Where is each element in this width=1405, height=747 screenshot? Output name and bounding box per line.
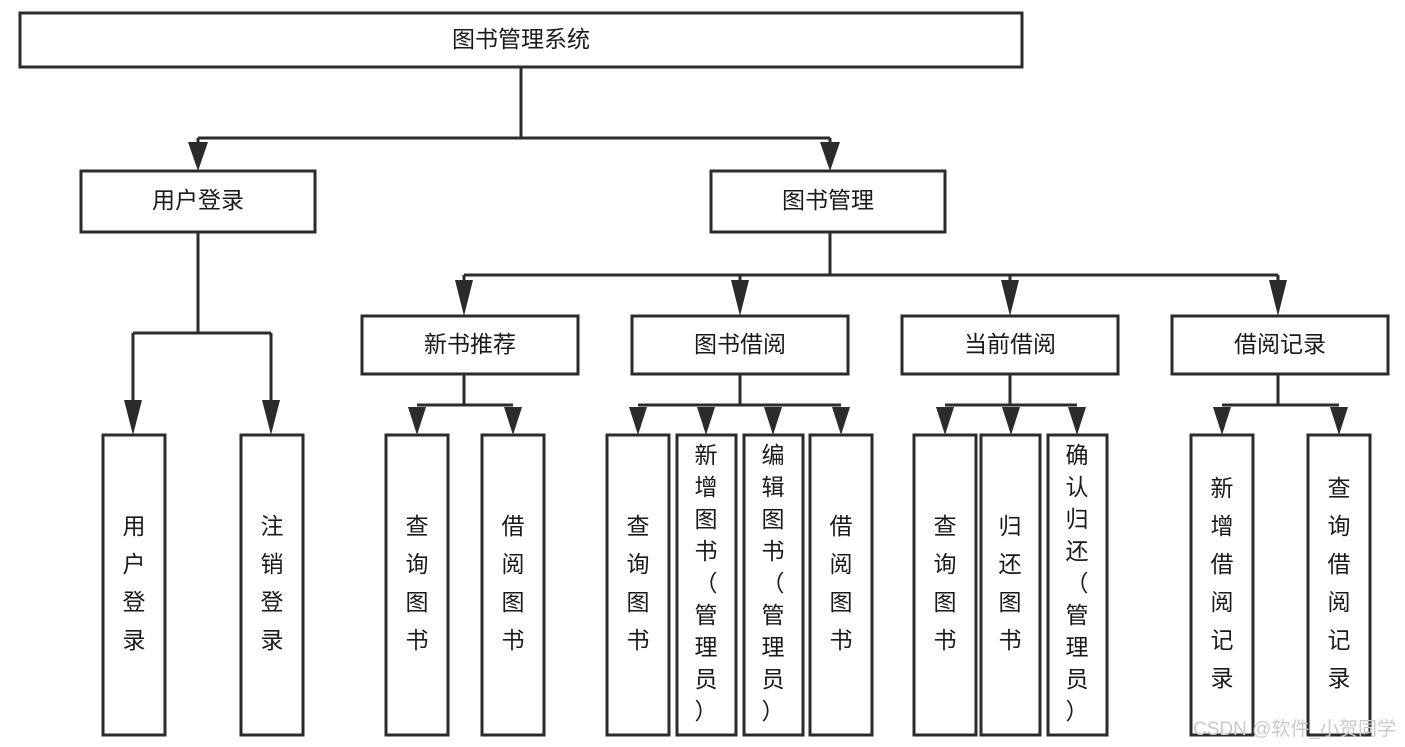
node-leaf-query-book-1-box[interactable]	[384, 433, 450, 737]
node-root[interactable]: 图书管理系统	[18, 11, 1024, 69]
node-leaf-return-book-label: 归还图书	[999, 513, 1022, 653]
node-leaf-borrow-book-1[interactable]: 借阅图书	[480, 433, 546, 737]
node-user-login-label: 用户登录	[152, 187, 244, 213]
node-leaf-borrow-book-1-label: 借阅图书	[502, 513, 525, 653]
edge-group-book-manage-to-level3	[455, 232, 1287, 316]
arrow-head-new-book-recommend	[455, 280, 473, 316]
node-leaf-confirm-return[interactable]: 确认归还（管理员）	[1046, 433, 1109, 737]
arrow-head-leaf-user-logout	[262, 400, 280, 435]
node-current-borrow-box[interactable]	[900, 314, 1120, 376]
node-leaf-user-logout-label: 注销登录	[261, 513, 284, 653]
node-leaf-add-record[interactable]: 新增借阅记录	[1189, 433, 1255, 737]
node-leaf-return-book-box[interactable]	[979, 433, 1042, 737]
arrow-head-leaf-add-book	[697, 407, 715, 435]
node-leaf-query-book-3-label: 查询图书	[934, 513, 957, 653]
edge-group-root-to-level2	[188, 67, 840, 171]
node-leaf-add-record-label: 新增借阅记录	[1211, 475, 1234, 691]
node-leaf-query-book-2[interactable]: 查询图书	[605, 433, 671, 737]
node-leaf-user-logout-box[interactable]	[239, 433, 305, 737]
node-leaf-user-login-box[interactable]	[101, 433, 167, 737]
arrow-head-user-login	[188, 142, 208, 171]
arrow-head-book-manage	[820, 142, 840, 171]
arrow-head-leaf-query-book-3	[936, 407, 954, 435]
node-new-book-recommend[interactable]: 新书推荐	[360, 314, 580, 376]
watermark-label: CSDN @软件_小贺同学	[1193, 718, 1396, 740]
node-book-manage[interactable]: 图书管理	[709, 169, 947, 234]
node-user-login[interactable]: 用户登录	[79, 169, 317, 234]
arrow-head-borrow-record	[1269, 280, 1287, 316]
node-leaf-user-logout[interactable]: 注销登录	[239, 433, 305, 737]
node-borrow-record[interactable]: 借阅记录	[1170, 314, 1390, 376]
edge-group-new-book-recommend-to-leaves	[408, 374, 522, 435]
node-book-manage-box[interactable]	[709, 169, 947, 234]
arrow-head-leaf-query-book-1	[408, 407, 426, 435]
node-new-book-recommend-label: 新书推荐	[424, 331, 516, 357]
node-leaf-borrow-book-2-label: 借阅图书	[830, 513, 853, 653]
node-leaf-query-book-2-label: 查询图书	[627, 513, 650, 653]
node-new-book-recommend-box[interactable]	[360, 314, 580, 376]
arrow-head-current-borrow	[1001, 280, 1019, 316]
node-leaf-confirm-return-box[interactable]	[1046, 433, 1109, 737]
node-leaf-query-book-3-box[interactable]	[912, 433, 978, 737]
node-user-login-box[interactable]	[79, 169, 317, 234]
arrow-head-book-borrow	[731, 280, 749, 316]
node-book-borrow[interactable]: 图书借阅	[630, 314, 850, 376]
node-leaf-query-book-1[interactable]: 查询图书	[384, 433, 450, 737]
node-book-manage-label: 图书管理	[782, 187, 874, 213]
node-leaf-borrow-book-1-box[interactable]	[480, 433, 546, 737]
arrow-head-leaf-return-book	[1002, 407, 1020, 435]
node-leaf-borrow-book-2-box[interactable]	[808, 433, 874, 737]
node-leaf-return-book[interactable]: 归还图书	[979, 433, 1042, 737]
arrow-head-leaf-query-book-2	[629, 407, 647, 435]
node-leaf-query-book-1-label: 查询图书	[406, 513, 429, 653]
arrow-head-leaf-confirm-return	[1068, 407, 1086, 435]
node-leaf-query-record[interactable]: 查询借阅记录	[1306, 433, 1372, 737]
node-borrow-record-label: 借阅记录	[1234, 331, 1326, 357]
node-current-borrow[interactable]: 当前借阅	[900, 314, 1120, 376]
node-root-box[interactable]	[18, 11, 1024, 69]
edge-group-book-borrow-to-leaves	[629, 374, 850, 435]
arrow-head-leaf-user-login	[124, 400, 142, 435]
arrow-head-leaf-add-record	[1213, 407, 1231, 435]
node-current-borrow-label: 当前借阅	[964, 331, 1056, 357]
edge-group-user-login-to-leaves	[124, 232, 280, 435]
arrow-head-leaf-edit-book	[764, 407, 782, 435]
node-leaf-confirm-return-label: 确认归还（管理员）	[1066, 442, 1089, 724]
arrow-head-leaf-borrow-book-2	[832, 407, 850, 435]
node-leaf-borrow-book-2[interactable]: 借阅图书	[808, 433, 874, 737]
node-leaf-user-login[interactable]: 用户登录	[101, 433, 167, 737]
node-leaf-edit-book[interactable]: 编辑图书（管理员）	[742, 433, 805, 737]
edge-group-borrow-record-to-leaves	[1213, 374, 1348, 435]
node-leaf-edit-book-box[interactable]	[742, 433, 805, 737]
node-book-borrow-box[interactable]	[630, 314, 850, 376]
node-leaf-query-book-2-box[interactable]	[605, 433, 671, 737]
node-leaf-user-login-label: 用户登录	[123, 513, 146, 653]
node-leaf-query-book-3[interactable]: 查询图书	[912, 433, 978, 737]
node-leaf-query-record-label: 查询借阅记录	[1328, 475, 1351, 691]
node-book-borrow-label: 图书借阅	[694, 331, 786, 357]
edge-group-current-borrow-to-leaves	[936, 374, 1086, 435]
node-leaf-add-book-box[interactable]	[675, 433, 738, 737]
arrow-head-leaf-borrow-book-1	[504, 407, 522, 435]
arrow-head-leaf-query-record	[1330, 407, 1348, 435]
node-root-label: 图书管理系统	[452, 26, 590, 52]
node-leaf-edit-book-label: 编辑图书（管理员）	[762, 442, 785, 724]
node-leaf-query-record-box[interactable]	[1306, 433, 1372, 737]
node-leaf-add-record-box[interactable]	[1189, 433, 1255, 737]
node-leaf-add-book-label: 新增图书（管理员）	[695, 442, 718, 724]
node-leaf-add-book[interactable]: 新增图书（管理员）	[675, 433, 738, 737]
node-borrow-record-box[interactable]	[1170, 314, 1390, 376]
